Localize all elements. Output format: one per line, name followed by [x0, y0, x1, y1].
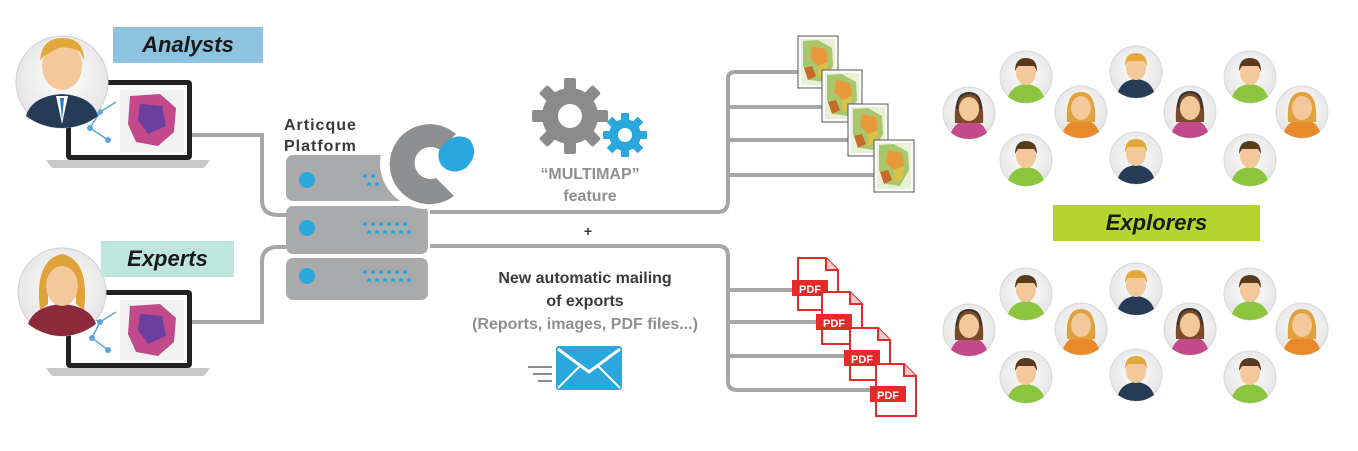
user-avatar-icon — [999, 50, 1053, 104]
map-document-icon — [797, 35, 915, 193]
platform-logo-icon — [380, 117, 475, 209]
user-avatar-icon — [1109, 262, 1163, 316]
mailing-line3: (Reports, images, PDF files...) — [472, 316, 698, 333]
user-avatar-icon — [1275, 302, 1329, 356]
user-avatar-icon — [942, 303, 996, 357]
analyst-avatar-icon — [15, 35, 109, 129]
mailing-caption: New automatic mailing of exports (Report… — [430, 267, 740, 336]
user-avatar-icon — [942, 86, 996, 140]
user-avatar-icon — [999, 350, 1053, 404]
expert-avatar-icon — [17, 247, 107, 337]
pdf-badge-label: PDF — [799, 284, 821, 296]
explorers-avatar-group — [942, 45, 1329, 404]
platform-title: Articque Platform — [284, 115, 378, 157]
analyst-laptop-icon — [46, 80, 210, 168]
user-avatar-icon — [1223, 50, 1277, 104]
pdf-badge-label: PDF — [877, 390, 899, 402]
envelope-icon — [528, 346, 622, 390]
experts-label: Experts — [101, 241, 234, 277]
user-avatar-icon — [1109, 348, 1163, 402]
analysts-label: Analysts — [113, 27, 263, 63]
mailing-line1: New automatic mailing — [498, 270, 672, 287]
user-avatar-icon — [1223, 350, 1277, 404]
platform-title-line2: Platform — [284, 138, 357, 155]
explorers-label: Explorers — [1053, 205, 1260, 241]
connector-lines — [192, 70, 878, 392]
user-avatar-icon — [1223, 267, 1277, 321]
user-avatar-icon — [1223, 133, 1277, 187]
pdf-badge-label: PDF — [851, 354, 873, 366]
user-avatar-icon — [1109, 45, 1163, 99]
user-avatar-icon — [1054, 302, 1108, 356]
pdf-badge-label: PDF — [823, 318, 845, 330]
user-avatar-icon — [1163, 85, 1217, 139]
user-avatar-icon — [1163, 302, 1217, 356]
user-avatar-icon — [1275, 85, 1329, 139]
multimap-caption: “MULTIMAP” feature — [510, 164, 670, 208]
multimap-suffix: feature — [563, 188, 617, 205]
gear-icon — [532, 78, 647, 157]
user-avatar-icon — [999, 267, 1053, 321]
multimap-name: “MULTIMAP” — [540, 166, 640, 183]
user-avatar-icon — [1054, 85, 1108, 139]
platform-title-line1: Articque — [284, 117, 357, 134]
user-avatar-icon — [999, 133, 1053, 187]
plus-sign: + — [583, 223, 593, 239]
user-avatar-icon — [1109, 131, 1163, 185]
mailing-line2: of exports — [546, 293, 624, 310]
